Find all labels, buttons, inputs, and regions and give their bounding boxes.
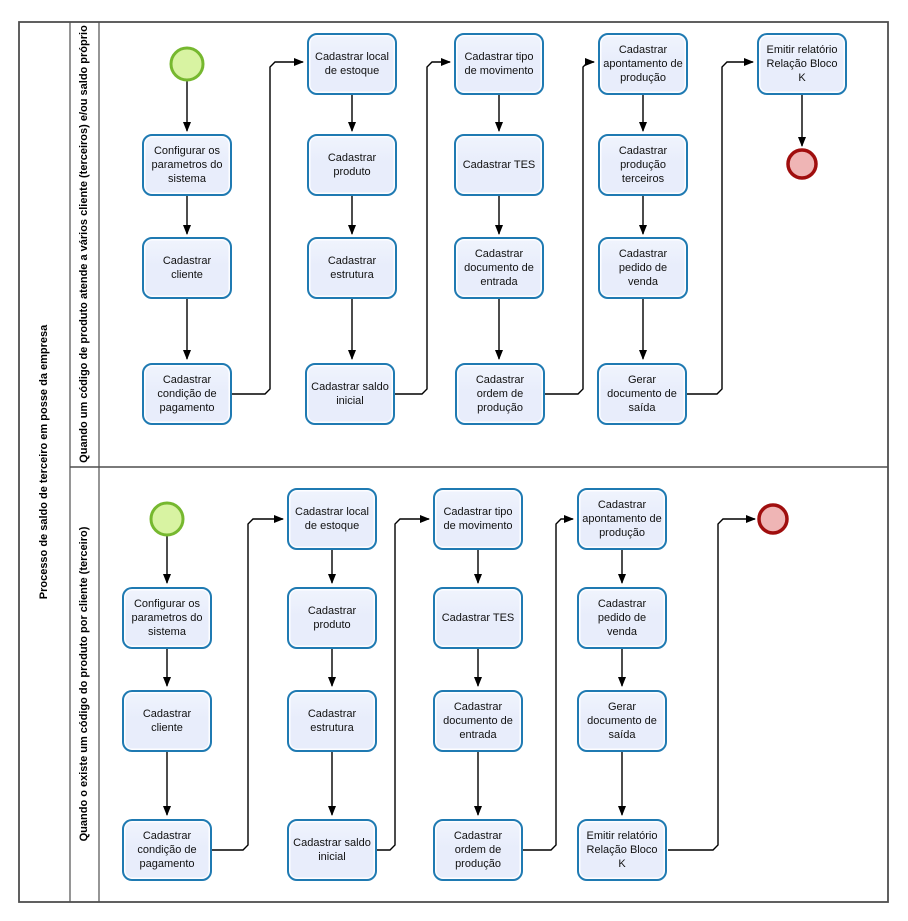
task-cadastrar-estrutura-lane1: Cadastrar estrutura bbox=[307, 237, 397, 299]
task-label: Cadastrar pedido de venda bbox=[618, 248, 668, 288]
task-label: Cadastrar produto bbox=[327, 152, 377, 178]
task-label: Emitir relatório Relação Bloco K bbox=[586, 830, 658, 870]
task-ordem-producao-lane1: Cadastrar ordem de produção bbox=[455, 363, 545, 425]
task-condicao-pagamento-lane2: Cadastrar condição de pagamento bbox=[122, 819, 212, 881]
sequence-flows-lane1 bbox=[183, 58, 806, 395]
task-label: Cadastrar estrutura bbox=[327, 255, 377, 281]
task-label: Cadastrar condição de pagamento bbox=[157, 374, 217, 414]
task-configurar-parametros-lane2: Configurar os parametros do sistema bbox=[122, 587, 212, 649]
task-cadastrar-tes-lane2: Cadastrar TES bbox=[433, 587, 523, 649]
task-cadastrar-produto-lane2: Cadastrar produto bbox=[287, 587, 377, 649]
task-ordem-producao-lane2: Cadastrar ordem de produção bbox=[433, 819, 523, 881]
task-label: Cadastrar TES bbox=[441, 612, 515, 624]
task-label: Cadastrar ordem de produção bbox=[453, 830, 503, 870]
task-documento-entrada-lane2: Cadastrar documento de entrada bbox=[433, 690, 523, 752]
task-documento-saida-lane2: Gerar documento de saída bbox=[577, 690, 667, 752]
task-label: Cadastrar produto bbox=[307, 605, 357, 631]
task-condicao-pagamento-lane1: Cadastrar condição de pagamento bbox=[142, 363, 232, 425]
task-label: Cadastrar condição de pagamento bbox=[137, 830, 197, 870]
task-cadastrar-cliente-lane1: Cadastrar cliente bbox=[142, 237, 232, 299]
task-apontamento-producao-lane1: Cadastrar apontamento de produção bbox=[598, 33, 688, 95]
task-label: Cadastrar apontamento de produção bbox=[603, 44, 683, 84]
start-event-lane1 bbox=[169, 46, 205, 82]
task-label: Cadastrar documento de entrada bbox=[443, 701, 513, 741]
task-apontamento-producao-lane2: Cadastrar apontamento de produção bbox=[577, 488, 667, 550]
task-label: Cadastrar documento de entrada bbox=[464, 248, 534, 288]
task-pedido-venda-lane1: Cadastrar pedido de venda bbox=[598, 237, 688, 299]
task-label: Configurar os parametros do sistema bbox=[131, 598, 203, 638]
task-tipo-movimento-lane1: Cadastrar tipo de movimento bbox=[454, 33, 544, 95]
pool-label: Processo de saldo de terceiro em posse d… bbox=[38, 324, 50, 600]
task-label: Cadastrar saldo inicial bbox=[293, 837, 371, 863]
task-label: Cadastrar tipo de movimento bbox=[443, 506, 513, 532]
task-label: Cadastrar cliente bbox=[142, 708, 192, 734]
task-producao-terceiros-lane1: Cadastrar produção terceiros bbox=[598, 134, 688, 196]
task-label: Cadastrar tipo de movimento bbox=[464, 51, 534, 77]
task-relatorio-bloco-k-lane1: Emitir relatório Relação Bloco K bbox=[757, 33, 847, 95]
task-label: Cadastrar produção terceiros bbox=[618, 145, 668, 185]
sequence-flows-lane2 bbox=[163, 515, 756, 851]
end-event-lane2 bbox=[757, 503, 789, 535]
task-label: Configurar os parametros do sistema bbox=[151, 145, 223, 185]
task-label: Emitir relatório Relação Bloco K bbox=[766, 44, 838, 84]
lane1-label: Quando um código de produto atende a vár… bbox=[78, 25, 90, 463]
task-documento-entrada-lane1: Cadastrar documento de entrada bbox=[454, 237, 544, 299]
start-event-lane2 bbox=[149, 501, 185, 537]
task-documento-saida-lane1: Gerar documento de saída bbox=[597, 363, 687, 425]
task-cadastrar-estrutura-lane2: Cadastrar estrutura bbox=[287, 690, 377, 752]
task-relatorio-bloco-k-lane2: Emitir relatório Relação Bloco K bbox=[577, 819, 667, 881]
task-label: Cadastrar TES bbox=[462, 159, 536, 171]
lane2-label: Quando o existe um código do produto por… bbox=[78, 526, 90, 842]
task-label: Cadastrar estrutura bbox=[307, 708, 357, 734]
task-cadastrar-cliente-lane2: Cadastrar cliente bbox=[122, 690, 212, 752]
task-cadastrar-produto-lane1: Cadastrar produto bbox=[307, 134, 397, 196]
task-label: Cadastrar local de estoque bbox=[315, 51, 389, 77]
task-cadastrar-tes-lane1: Cadastrar TES bbox=[454, 134, 544, 196]
task-label: Cadastrar ordem de produção bbox=[475, 374, 525, 414]
task-saldo-inicial-lane2: Cadastrar saldo inicial bbox=[287, 819, 377, 881]
task-label: Cadastrar saldo inicial bbox=[311, 381, 389, 407]
task-local-estoque-lane1: Cadastrar local de estoque bbox=[307, 33, 397, 95]
task-saldo-inicial-lane1: Cadastrar saldo inicial bbox=[305, 363, 395, 425]
task-local-estoque-lane2: Cadastrar local de estoque bbox=[287, 488, 377, 550]
task-configurar-parametros-lane1: Configurar os parametros do sistema bbox=[142, 134, 232, 196]
task-label: Cadastrar pedido de venda bbox=[597, 598, 647, 638]
task-label: Gerar documento de saída bbox=[587, 701, 657, 741]
task-label: Cadastrar local de estoque bbox=[295, 506, 369, 532]
task-label: Cadastrar cliente bbox=[162, 255, 212, 281]
task-tipo-movimento-lane2: Cadastrar tipo de movimento bbox=[433, 488, 523, 550]
end-event-lane1 bbox=[786, 148, 818, 180]
task-pedido-venda-lane2: Cadastrar pedido de venda bbox=[577, 587, 667, 649]
task-label: Gerar documento de saída bbox=[607, 374, 677, 414]
task-label: Cadastrar apontamento de produção bbox=[582, 499, 662, 539]
